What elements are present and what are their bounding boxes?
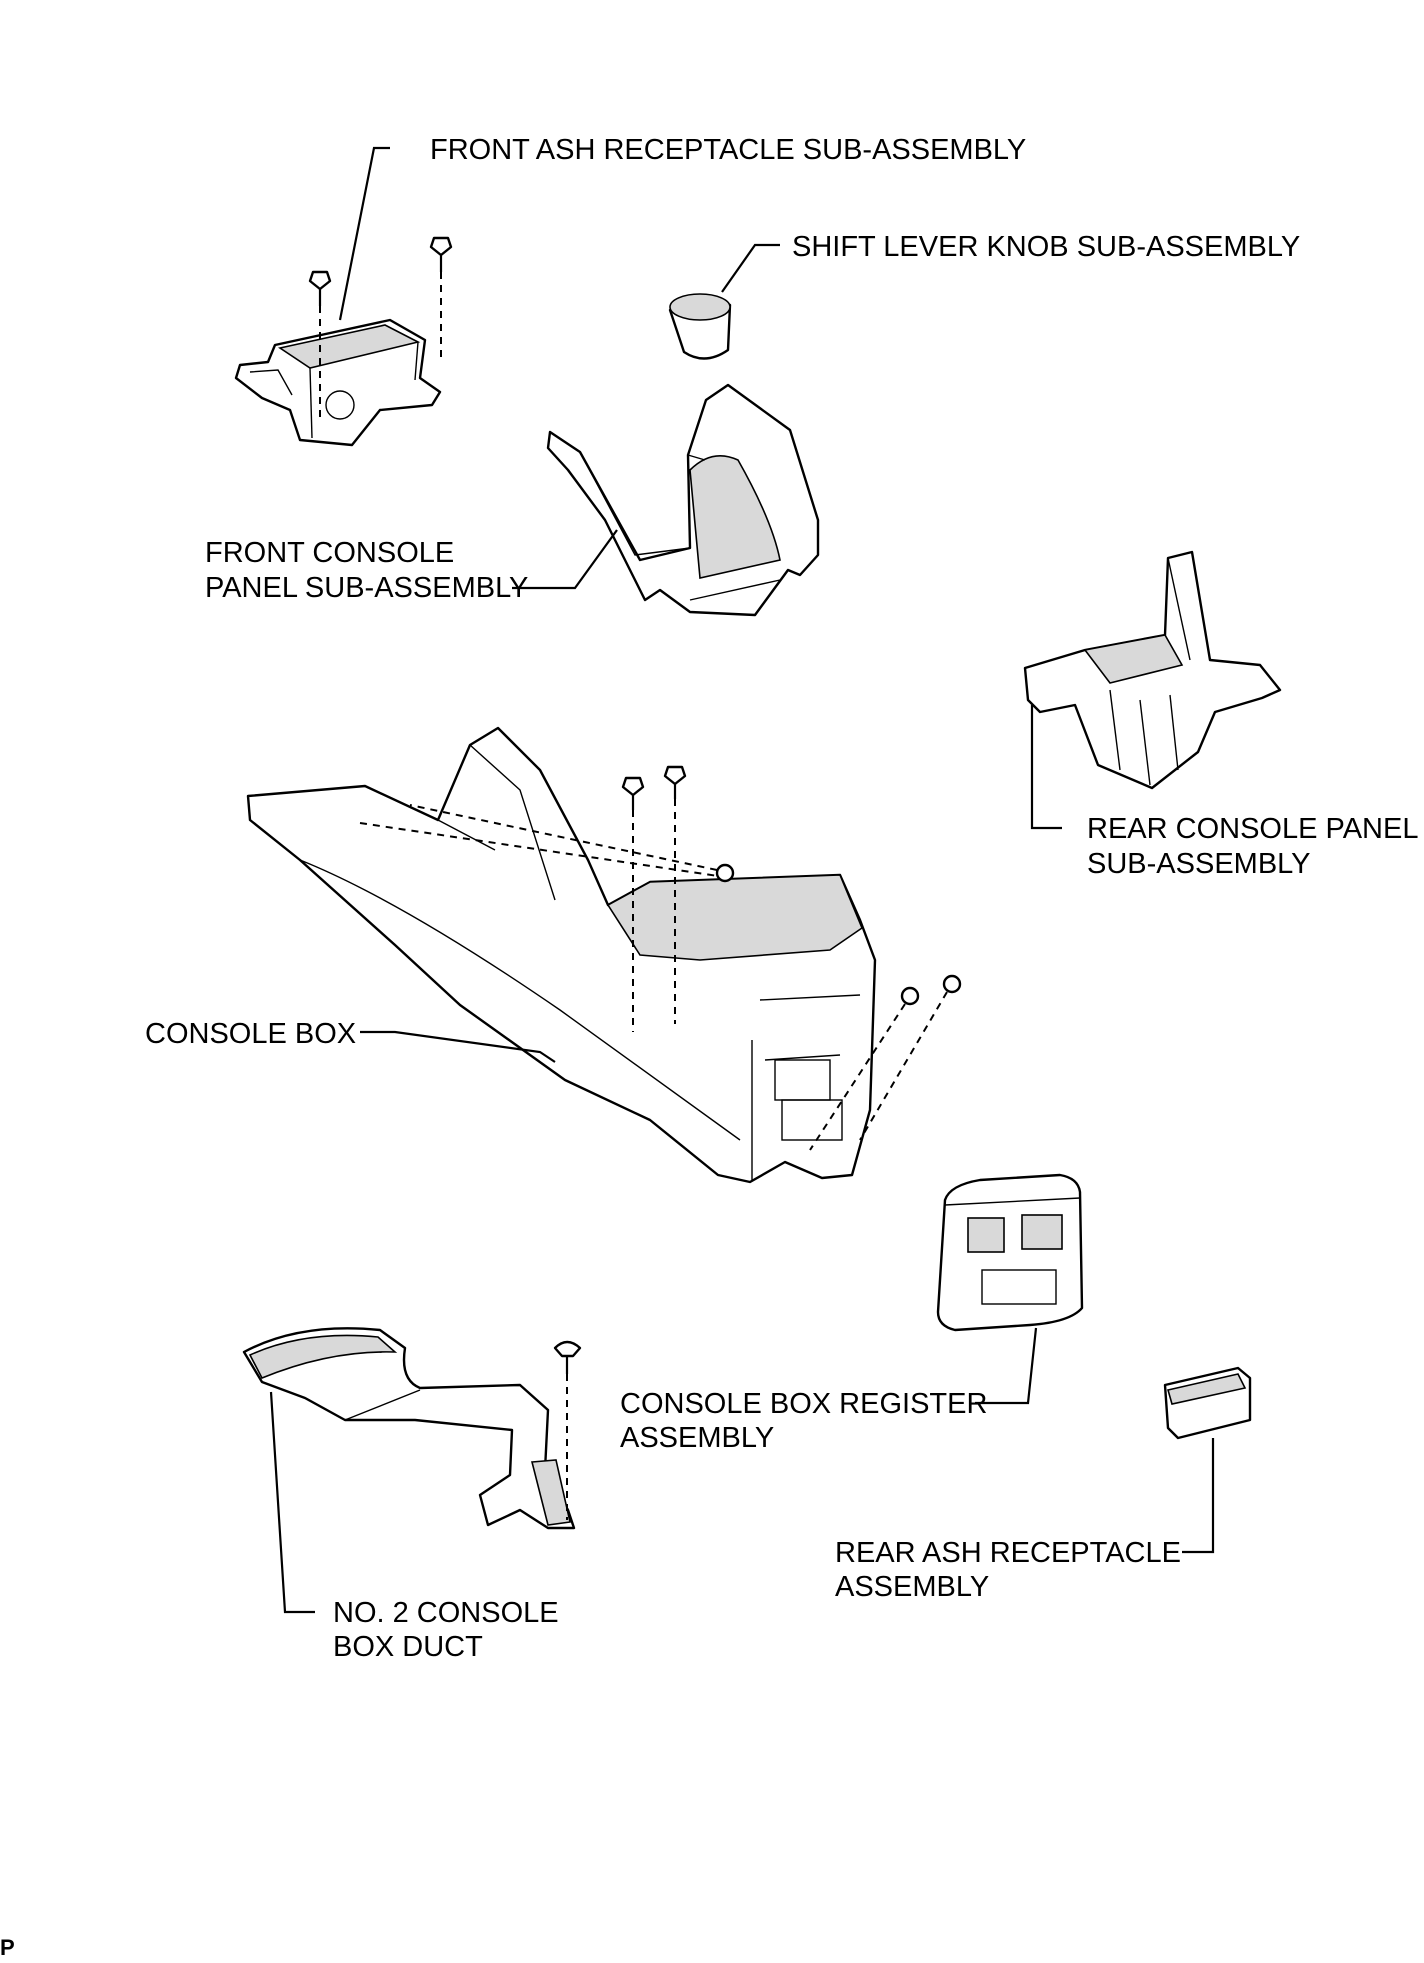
console-box-screw-2	[663, 765, 687, 1024]
console-box-screw-1	[621, 776, 645, 1032]
front-ash-receptacle-part	[234, 318, 442, 447]
label-shift-lever-knob: SHIFT LEVER KNOB SUB-ASSEMBLY	[792, 231, 1300, 263]
label-console-box-duct-line2: BOX DUCT	[333, 1631, 483, 1663]
console-box-screw-5	[859, 974, 962, 1141]
label-front-ash-receptacle: FRONT ASH RECEPTACLE SUB-ASSEMBLY	[430, 134, 1026, 166]
console-box-screw-3	[409, 804, 735, 883]
label-rear-console-panel-line1: REAR CONSOLE PANEL	[1087, 813, 1418, 845]
front-console-panel-part	[546, 383, 820, 617]
console-box-part	[246, 726, 877, 1184]
label-console-box: CONSOLE BOX	[145, 1018, 356, 1050]
figure-code: P	[0, 1935, 15, 1960]
front-ash-screw-left	[308, 270, 332, 420]
duct-clip	[553, 1340, 582, 1520]
label-rear-console-panel-line2: SUB-ASSEMBLY	[1087, 848, 1310, 880]
label-front-console-panel-line1: FRONT CONSOLE	[205, 537, 454, 569]
label-rear-ash-receptacle-line2: ASSEMBLY	[835, 1571, 989, 1603]
shift-lever-knob-part	[668, 293, 732, 360]
console-box-register-part	[936, 1173, 1084, 1332]
label-rear-ash-receptacle-line1: REAR ASH RECEPTACLE	[835, 1537, 1181, 1569]
no2-console-box-duct-part	[242, 1327, 576, 1530]
front-ash-screw-right	[429, 236, 453, 360]
label-console-box-register-line1: CONSOLE BOX REGISTER	[620, 1388, 987, 1420]
label-console-box-duct-line1: NO. 2 CONSOLE	[333, 1597, 559, 1629]
label-console-box-register-line2: ASSEMBLY	[620, 1422, 774, 1454]
label-front-console-panel-line2: PANEL SUB-ASSEMBLY	[205, 572, 528, 604]
rear-console-panel-part	[1023, 550, 1282, 790]
rear-ash-receptacle-part	[1163, 1366, 1252, 1440]
console-box-screw-4	[809, 986, 920, 1151]
